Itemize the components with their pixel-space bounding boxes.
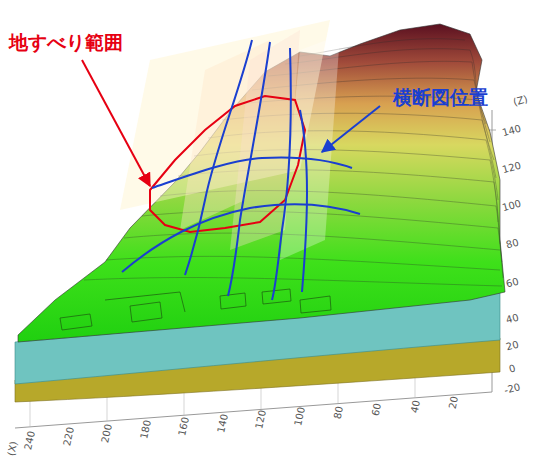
section-line xyxy=(152,157,352,188)
leader-arrow xyxy=(322,106,380,152)
axis-number: 60 xyxy=(504,275,519,289)
axis-number: 140 xyxy=(215,413,230,434)
leader-arrow xyxy=(82,60,150,186)
grid-line xyxy=(261,385,262,409)
contour xyxy=(84,278,502,286)
axis-number: 120 xyxy=(501,159,522,175)
axis-number: 80 xyxy=(331,405,344,420)
section-line xyxy=(272,48,291,300)
axis-number: 0 xyxy=(507,362,516,374)
axis-number: 20 xyxy=(447,395,460,410)
axis-number: 200 xyxy=(100,423,115,444)
section-lines xyxy=(122,40,360,300)
axis-number: 160 xyxy=(177,416,192,437)
section-line xyxy=(185,40,252,275)
building-outlines xyxy=(60,289,331,330)
building xyxy=(220,293,246,309)
axis-number: -20 xyxy=(503,381,522,396)
section-line xyxy=(300,110,307,292)
axis-number: 220 xyxy=(61,426,76,447)
axis-number: 140 xyxy=(501,122,522,138)
axis-number: 240 xyxy=(23,430,38,451)
section-position-label: 横断図位置 xyxy=(393,87,488,108)
road xyxy=(105,292,185,312)
building xyxy=(60,314,92,330)
axis-number: 180 xyxy=(138,419,153,440)
building xyxy=(262,289,291,304)
section-line xyxy=(228,42,270,296)
section-line xyxy=(122,204,360,272)
grid-line xyxy=(415,378,416,398)
axis-number: 120 xyxy=(254,409,269,430)
axis-title: (X) xyxy=(5,440,19,457)
axis-number: 20 xyxy=(504,338,519,352)
axis-number: 40 xyxy=(408,399,421,414)
grid-line xyxy=(338,381,339,403)
landslide-area-label: 地すべり範囲 xyxy=(9,32,123,53)
axis-number: 80 xyxy=(504,236,519,250)
axis-number: 100 xyxy=(501,197,522,213)
axis-number: 40 xyxy=(504,311,519,325)
axis-number: 60 xyxy=(370,402,383,417)
axis-number: 100 xyxy=(292,406,307,427)
axis-title: (Z) xyxy=(511,93,528,107)
building xyxy=(130,302,162,322)
building xyxy=(300,296,331,313)
terrain-surface xyxy=(18,24,505,342)
